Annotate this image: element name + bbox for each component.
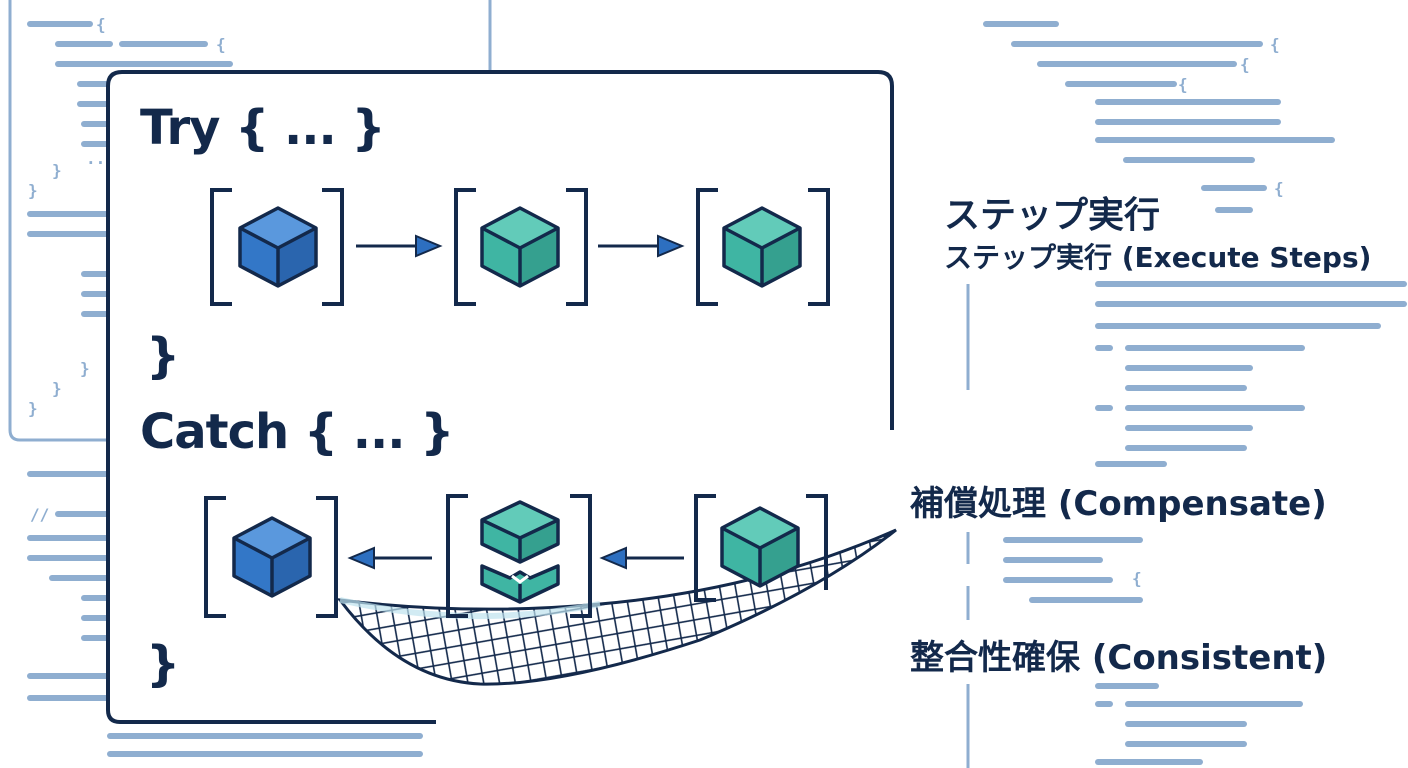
try-closing-brace: } — [146, 328, 181, 384]
svg-text:}: } — [28, 399, 38, 418]
svg-text:{: { — [216, 35, 226, 54]
try-arrow-2 — [598, 234, 685, 258]
try-arrow-1 — [356, 234, 443, 258]
catch-label: Catch { ... } — [140, 404, 454, 460]
safety-net — [336, 528, 897, 686]
compensate-label: 補償処理 (Compensate) — [910, 484, 1327, 524]
catch-rolled-back-cube — [232, 516, 312, 598]
try-step-3-cube — [722, 206, 802, 288]
svg-text:}: } — [52, 161, 62, 180]
try-step-2-cube — [480, 206, 560, 288]
catch-arrow-2 — [599, 546, 684, 570]
code-panel-right — [983, 21, 1407, 765]
catch-split-cube — [480, 500, 560, 604]
svg-text:{: { — [1132, 569, 1142, 588]
catch-step-brackets — [204, 494, 828, 618]
consistent-label: 整合性確保 (Consistent) — [910, 638, 1328, 678]
execute-steps-label: ステップ実行 (Execute Steps) — [944, 241, 1372, 274]
svg-text:}: } — [52, 379, 62, 398]
svg-text:{: { — [1178, 75, 1188, 94]
try-step-brackets — [210, 188, 830, 306]
svg-text:{: { — [1240, 55, 1250, 74]
execute-steps-jp-label: ステップ実行 — [944, 195, 1161, 236]
catch-failed-cube — [720, 506, 800, 588]
code-panel-left: {{ }} ... }}} // — [8, 0, 492, 757]
try-label: Try { ... } — [140, 100, 386, 156]
svg-text:}: } — [80, 359, 90, 378]
catch-arrow-1 — [347, 546, 432, 570]
svg-text:{: { — [96, 15, 106, 34]
svg-text:}: } — [28, 181, 38, 200]
svg-text:{: { — [1270, 35, 1280, 54]
svg-text:{: { — [1274, 179, 1284, 198]
svg-text://: // — [30, 505, 49, 524]
catch-closing-brace: } — [146, 636, 181, 692]
try-step-1-cube — [238, 206, 318, 288]
